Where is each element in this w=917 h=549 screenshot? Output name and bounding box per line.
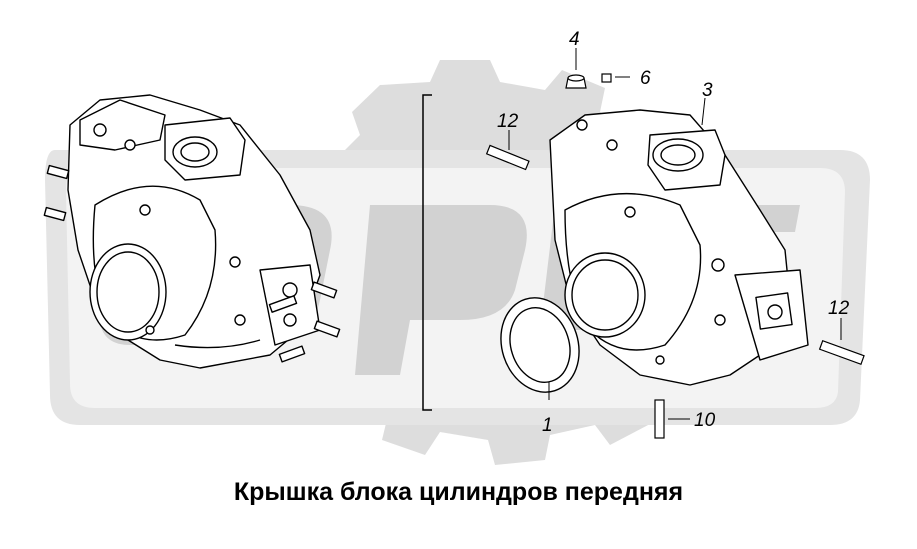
callout-10: 10 bbox=[694, 410, 716, 431]
front-cover-assembled bbox=[43, 94, 341, 369]
stud-10 bbox=[654, 399, 665, 439]
seal-ring bbox=[500, 297, 580, 393]
callout-6: 6 bbox=[640, 68, 651, 89]
callout-4: 4 bbox=[569, 29, 580, 50]
plug-4 bbox=[565, 74, 587, 89]
stud-12-upper bbox=[485, 144, 530, 171]
plug-6 bbox=[601, 73, 612, 83]
front-cover-exploded bbox=[549, 109, 809, 386]
stud-12-right bbox=[818, 339, 865, 365]
callout-12-right: 12 bbox=[828, 298, 850, 319]
assembly-bracket bbox=[422, 94, 432, 411]
callout-1: 1 bbox=[542, 415, 553, 436]
page-title: Крышка блока цилиндров передняя bbox=[233, 478, 684, 506]
leader-lines bbox=[508, 48, 842, 420]
callout-3: 3 bbox=[702, 80, 713, 101]
callout-12-upper: 12 bbox=[497, 111, 519, 132]
